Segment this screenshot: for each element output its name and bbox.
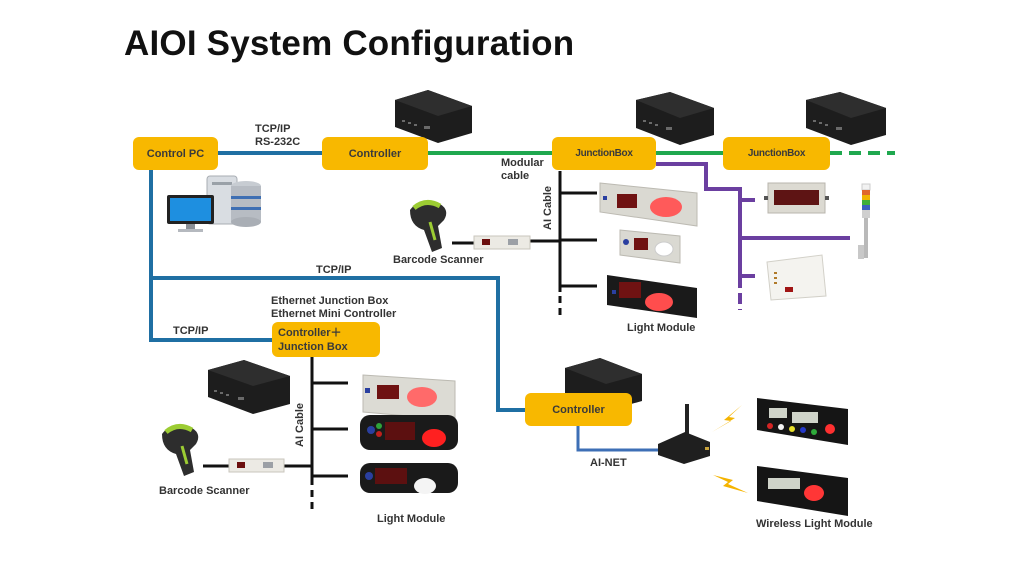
light-module-icon-5 <box>360 415 458 450</box>
modular-cable-label: Modular cable <box>501 157 544 183</box>
barcode-scanner-icon-bottom <box>162 424 199 476</box>
controller-node: Controller <box>322 137 428 170</box>
ai-cable-bottom-label: AI Cable <box>294 402 306 447</box>
ethernet-junction-box-label: Ethernet Junction Box <box>271 295 389 307</box>
signal-tower-icon <box>858 183 871 259</box>
light-module-icon-6 <box>360 463 458 494</box>
wireless-signal-icon-2 <box>713 475 748 493</box>
control-pc-node: Control PC <box>133 137 218 170</box>
controller-junction-box-label-line1: Controller＋ <box>278 326 342 339</box>
tcp-ip-label: TCP/IP <box>255 123 291 135</box>
wireless-light-module-label: Wireless Light Module <box>756 518 873 530</box>
ai-cable-top-label: AI Cable <box>542 185 554 230</box>
control-panel-box-icon <box>766 254 827 301</box>
light-module-icon-4 <box>362 374 456 421</box>
scanner-adapter-icon-bottom <box>228 458 285 473</box>
ai-net-line <box>576 426 658 452</box>
junction-box-hardware-icon-2 <box>806 92 886 145</box>
tcp-ip-left-line <box>149 278 274 342</box>
computer-server-database-icon <box>167 175 261 232</box>
wireless-gateway-icon <box>658 404 710 464</box>
rs232c-label: RS-232C <box>255 136 301 148</box>
digital-display-icon <box>764 182 829 214</box>
light-module-icon-3 <box>607 275 697 318</box>
wireless-signal-icon-1 <box>712 405 742 432</box>
page-title: AIOI System Configuration <box>124 24 575 63</box>
junction-box-node-2: JunctionBox <box>723 137 830 170</box>
control-pc-label: Control PC <box>146 147 205 160</box>
tcp-ip-mid-label: TCP/IP <box>316 264 352 276</box>
junction-box-label-2: JunctionBox <box>747 148 806 159</box>
barcode-scanner-bottom-label: Barcode Scanner <box>159 485 250 497</box>
controller-junction-box-hardware-icon <box>208 360 290 414</box>
bottom-controller-node: Controller <box>525 393 632 426</box>
controller-hardware-icon <box>395 90 472 143</box>
controller-label: Controller <box>348 147 402 160</box>
modular-label: Modular <box>501 157 544 169</box>
scanner-adapter-icon-top <box>473 235 531 250</box>
barcode-scanner-icon-top <box>410 200 447 252</box>
light-module-top-label: Light Module <box>627 322 696 334</box>
junction-box-label-1: JunctionBox <box>575 148 633 159</box>
ethernet-mini-controller-label: Ethernet Mini Controller <box>271 308 397 320</box>
tcp-ip-left-label: TCP/IP <box>173 325 209 337</box>
light-module-icon-2 <box>619 229 681 264</box>
junction-box-node-1: JunctionBox <box>552 137 656 170</box>
cable-label: cable <box>501 170 530 182</box>
light-module-icon-1 <box>599 182 698 227</box>
bottom-controller-label: Controller <box>552 403 605 416</box>
wireless-light-module-icon-1 <box>757 398 848 445</box>
wireless-light-module-icon-2 <box>757 466 848 516</box>
purple-line <box>656 162 742 310</box>
controller-junction-box-node: Controller＋ Junction Box <box>272 322 380 357</box>
barcode-scanner-top-label: Barcode Scanner <box>393 254 484 266</box>
ai-net-label: AI-NET <box>590 457 627 469</box>
light-module-bottom-label: Light Module <box>377 513 446 525</box>
controller-junction-box-label-line2: Junction Box <box>278 340 348 353</box>
junction-box-hardware-icon-1 <box>636 92 714 145</box>
tcp-ip-rs232c-label: TCP/IP RS-232C <box>255 123 300 149</box>
tcp-ip-main-line <box>149 170 527 412</box>
